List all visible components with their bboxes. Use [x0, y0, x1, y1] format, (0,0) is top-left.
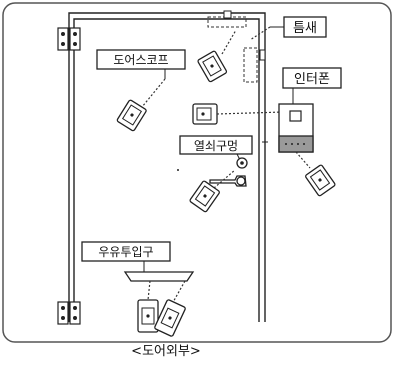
camera-mail-slot-2 — [154, 299, 186, 337]
label-peephole: 도어스코프 — [113, 53, 168, 67]
label-box-intercom — [282, 67, 342, 89]
camera-mail-slot-1 — [137, 299, 159, 333]
label-box-mail-slot — [81, 241, 171, 262]
leader-camera-gap — [221, 29, 237, 55]
intercom-device — [278, 103, 314, 153]
hinge-bottom — [57, 301, 81, 325]
label-keyhole: 열쇠구멍 — [194, 139, 238, 153]
camera-keyhole — [189, 180, 220, 213]
label-intercom: 인터폰 — [294, 72, 330, 87]
camera-peephole — [116, 99, 147, 132]
leader-keyhole-camera — [213, 169, 236, 189]
label-mail-slot: 우유투입구 — [98, 245, 153, 259]
side-latch — [259, 49, 266, 61]
label-gap: 틈새 — [293, 21, 317, 36]
leader-mail-camera-2 — [171, 280, 186, 305]
label-box-keyhole — [179, 135, 253, 155]
top-gap-area — [207, 16, 247, 28]
leader-peephole — [141, 78, 166, 108]
side-gap-area — [243, 47, 258, 83]
leader-camera-middle — [216, 111, 284, 115]
caption: <도어외부> — [131, 344, 201, 359]
camera-gap — [197, 50, 228, 83]
leader-intercom-camera — [295, 151, 311, 169]
top-latch — [223, 10, 232, 19]
hinge-top — [57, 27, 81, 51]
leader-gap-2 — [249, 26, 271, 41]
outer-frame — [2, 2, 392, 343]
door-handle — [209, 175, 247, 187]
dot-marker — [177, 169, 179, 171]
door-frame — [68, 12, 266, 322]
keyhole — [236, 157, 248, 169]
label-box-peephole — [96, 49, 186, 70]
leader-mail-camera-1 — [147, 280, 151, 301]
camera-intercom — [305, 164, 336, 197]
mail-slot — [123, 271, 195, 282]
camera-middle — [192, 103, 218, 125]
